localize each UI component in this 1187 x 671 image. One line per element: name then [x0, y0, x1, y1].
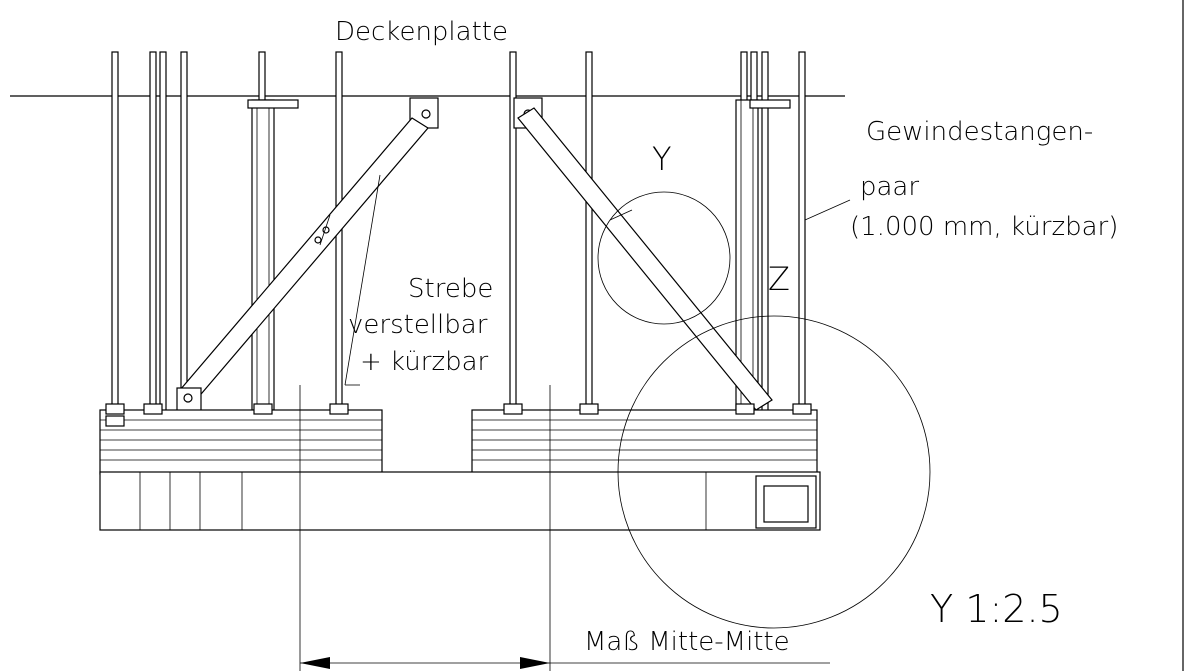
dimension-label: Maß Mitte-Mitte [584, 627, 790, 657]
base-profile-left [99, 409, 383, 475]
detail-z-label: Z [768, 260, 790, 298]
nuts [105, 403, 812, 427]
detail-circle-y [597, 191, 731, 325]
dimension-line [299, 385, 830, 671]
detail-circle-z [617, 315, 931, 629]
scale-note: Y 1:2.5 [930, 587, 1063, 631]
strut-right [517, 107, 773, 411]
detail-y-label: Y [652, 140, 672, 178]
strut-left [176, 117, 429, 413]
hanger-left [247, 99, 299, 411]
strut-label-2: verstellbar [348, 310, 488, 340]
threaded-rod-label-3: (1.000 mm, kürzbar) [850, 212, 1118, 242]
base-profile-right [471, 409, 818, 475]
strut-label-1: Strebe [408, 274, 493, 304]
hanger-right [735, 99, 791, 411]
strut-label-3: + kürzbar [360, 347, 489, 377]
ceiling-plate-label: Deckenplatte [335, 17, 508, 47]
threaded-rod-label-2: paar [860, 172, 919, 202]
threaded-rod-label-1: Gewindestangen- [866, 117, 1093, 147]
strut-leader [344, 174, 381, 386]
rod-leader [804, 199, 851, 221]
lower-housing [99, 471, 821, 531]
